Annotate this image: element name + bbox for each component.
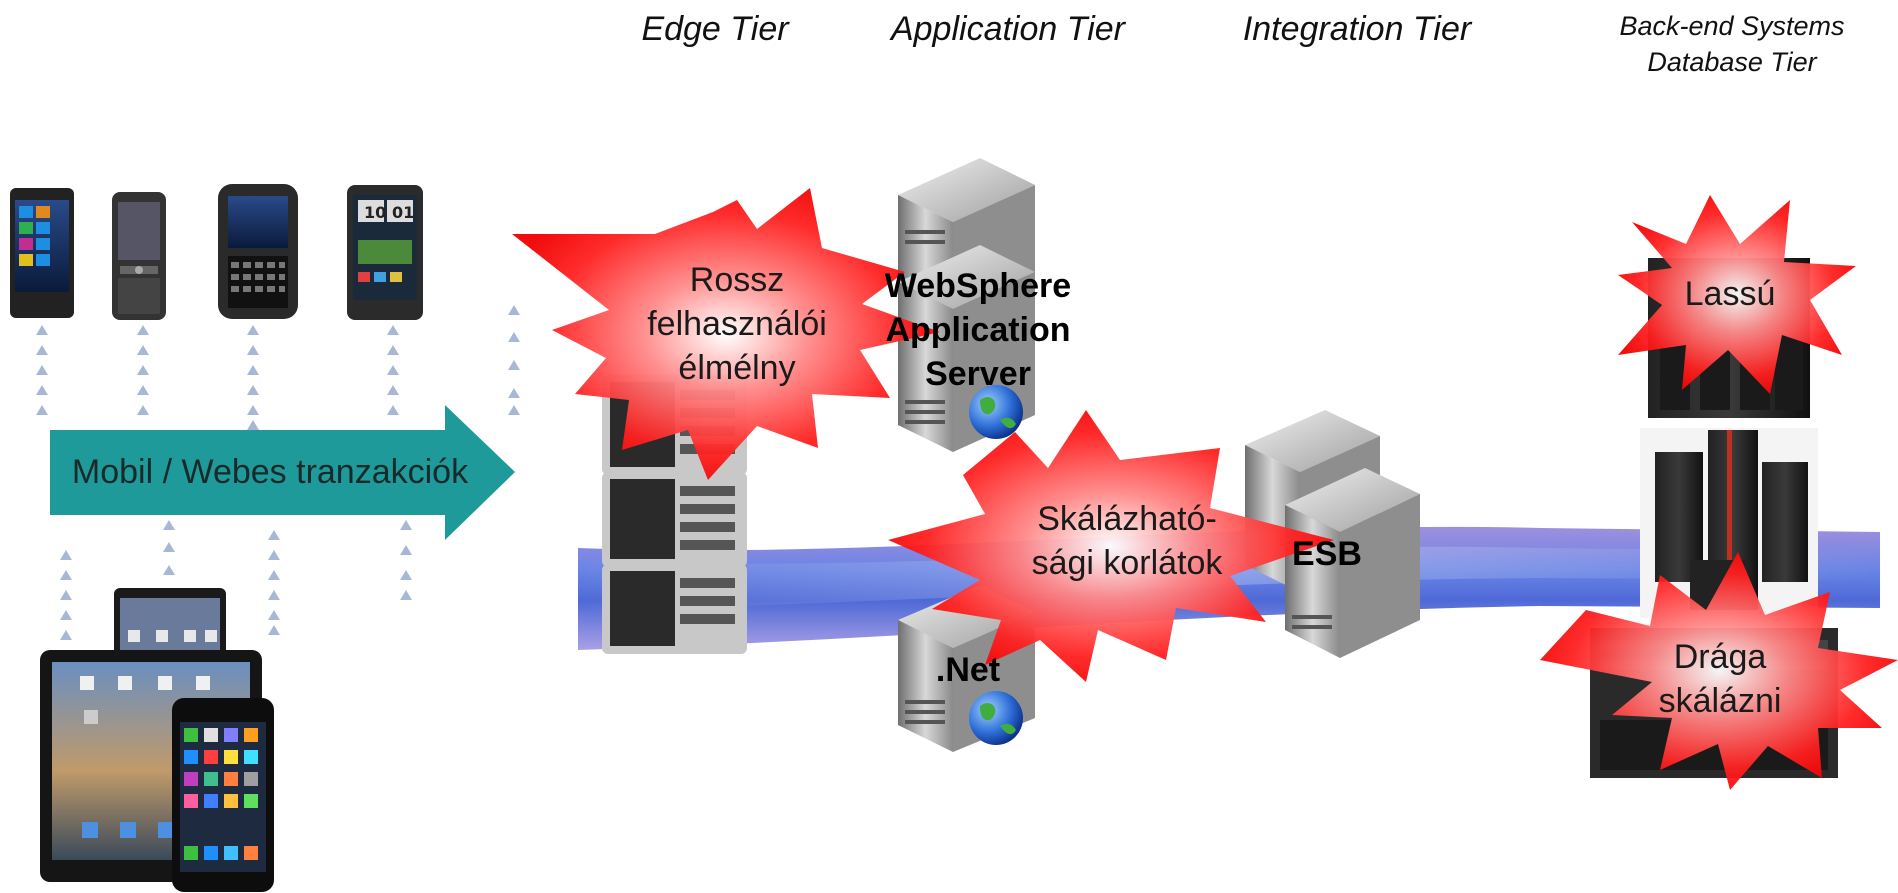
esb-server (1245, 410, 1420, 658)
burst-slow-label: Lassú (1684, 275, 1776, 313)
burst-exp-line1: Drága (1673, 638, 1767, 676)
dotted-arrows-top (36, 305, 520, 430)
phone-blackberry (218, 184, 298, 319)
websphere-label-line3: Server (925, 355, 1031, 393)
websphere-label-line1: WebSphere (884, 267, 1072, 305)
phone-nokia (112, 192, 166, 320)
burst-exp-line2: skálázni (1658, 682, 1782, 720)
burst-ux-line2: felhasználói (647, 305, 827, 343)
svg-text:10: 10 (364, 203, 386, 222)
burst-scal-line2: sági korlátok (1031, 544, 1223, 582)
burst-ux-line3: élmélny (678, 349, 796, 387)
phone-htc: 10 01 (347, 185, 423, 320)
burst-expensive-label: Drága skálázni (1630, 635, 1810, 723)
esb-label: ESB (1292, 535, 1362, 573)
svg-text:01: 01 (392, 203, 414, 222)
iphone (172, 698, 274, 892)
tier-backend-line1: Back-end Systems (1619, 11, 1845, 41)
burst-expensive (1540, 552, 1898, 790)
tier-integration: Integration Tier (1242, 10, 1472, 48)
tier-backend: Back-end Systems Database Tier (1582, 8, 1882, 80)
burst-scalability (888, 410, 1334, 682)
burst-scalability-label: Skálázható- sági korlátok (982, 497, 1272, 585)
tier-application: Application Tier (890, 10, 1126, 48)
dotnet-label: .Net (935, 651, 1001, 689)
transaction-arrow (50, 405, 515, 540)
burst-user-experience-label: Rossz felhasználói élmélny (612, 258, 862, 390)
burst-ux-line1: Rossz (689, 261, 785, 299)
websphere-label-line2: Application (885, 311, 1071, 349)
tier-edge: Edge Tier (641, 10, 789, 48)
transaction-arrow-label: Mobil / Webes tranzakciók (71, 453, 469, 491)
phone-windows (10, 188, 74, 318)
burst-scal-line1: Skálázható- (1037, 500, 1217, 538)
burst-slow (1618, 195, 1856, 394)
dotted-arrows-bottom (60, 520, 412, 640)
websphere-label: WebSphere Application Server (868, 264, 1088, 396)
burst-user-experience (512, 188, 940, 480)
tier-backend-line2: Database Tier (1647, 47, 1817, 77)
